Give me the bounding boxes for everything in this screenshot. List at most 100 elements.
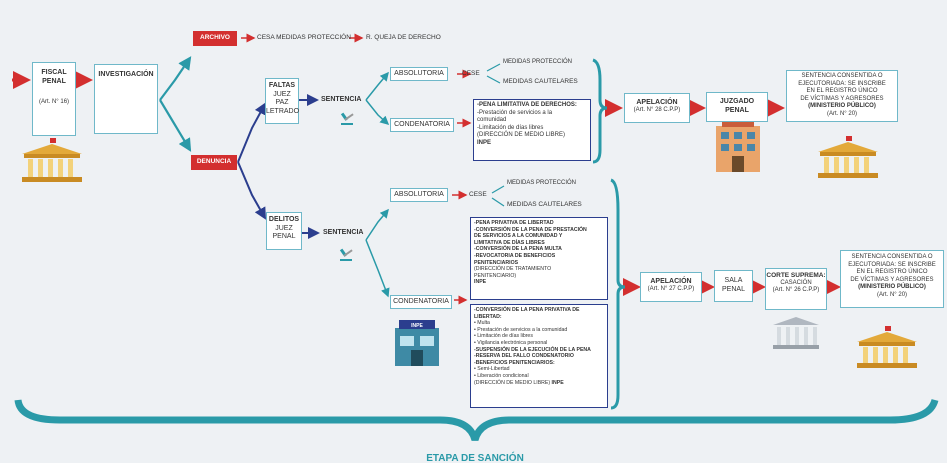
inpe-building-icon [395,320,439,366]
bb2-line-4: • Prestación de servicios a la comunidad [474,326,568,333]
delitos-penal: PENAL [272,233,296,240]
juzgado-penal-box: JUZGADO PENAL [706,92,768,122]
bb1-line-2: -CONVERSIÓN DE LA PENA DE PRESTACIÓN [474,226,587,233]
sc1-line-3: EN EL REGISTRO ÚNICO [806,88,878,94]
brace-shapes [592,58,626,410]
corte-article: (Art. N° 26 C.P.P) [772,287,820,293]
bb2-line-11: • Liberación condicional [474,372,529,379]
corte-casacion: CASACIÓN [780,279,812,286]
fiscal-article: (Art. N° 16) [38,99,70,105]
medidas-cautelares-1: MEDIDAS CAUTELARES [503,78,578,85]
bb2-line-3: • Multa [474,320,490,327]
bb2-line-9: -BENEFICIOS PENITENCIARIOS: [474,359,555,366]
sc2-line-6: (Art. N° 20) [876,291,908,298]
sc1-line-1: SENTENCIA CONSENTIDA O [801,73,883,79]
bb1-line-9: PENITENCIARIO) [474,272,517,279]
apelacion-2-article: (Art. N° 27 C.P.P) [647,285,695,292]
absolutoria-box-2: ABSOLUTORIA [390,188,448,202]
bb1-line-10: INPE [474,279,487,286]
pena-privativa-box: -PENA PRIVATIVA DE LIBERTAD -CONVERSIÓN … [470,217,608,300]
pena-limitativa-box: -PENA LIMITATIVA DE DERECHOS: -Prestació… [473,99,591,161]
gavel-icon [339,248,353,261]
bb2-line-5: • Limitación de días libres [474,333,533,340]
sc2-line-3: EN EL REGISTRO ÚNICO [856,269,928,275]
bottom-brace-shape [14,398,939,442]
bb2-line-7: -SUSPENSIÓN DE LA EJECUCIÓN DE LA PENA [474,346,591,353]
bb1-line-1: -PENA PRIVATIVA DE LIBERTAD [474,220,554,226]
faltas-letrado: LETRADO [266,107,300,115]
courthouse-icon [818,136,878,178]
corte-suprema-box: CORTE SUPREMA: CASACIÓN (Art. N° 26 C.P.… [765,268,827,310]
fiscal-penal-box: FISCAL PENAL (Art. N° 16) [32,62,76,136]
faltas-box: FALTAS JUEZ PAZ LETRADO [265,78,299,124]
sala-line-1: SALA [724,277,743,284]
sentencia-label-1: SENTENCIA [321,96,362,103]
sentencia-label-2: SENTENCIA [323,229,364,236]
apelacion-box-2: APELACIÓN (Art. N° 27 C.P.P) [640,272,702,302]
condenatoria-box-2: CONDENATORIA [390,295,452,309]
sc1-line-6: (Art. N° 20) [826,110,858,117]
sc1-line-2: EJECUTORIADA: SE INSCRIBE [798,80,886,87]
apelacion-box-1: APELACIÓN (Art. N° 28 C.P.P) [624,93,690,123]
inpe-sign-text: INPE [411,323,423,329]
footer-label: ETAPA DE SANCIÓN [426,451,524,463]
bb1-line-6: -REVOCATORIA DE BENEFICIOS [474,252,556,259]
faltas-juez: JUEZ [273,90,291,98]
corte-title: CORTE SUPREMA: [766,272,826,279]
navy-arrows [237,94,320,239]
bb1-line-8: (DIRECCIÓN DE TRATAMIENTO [474,266,552,273]
delitos-juez: JUEZ [275,224,293,232]
sc1-line-4: DE VÍCTIMAS Y AGRESORES [800,95,884,102]
conversion-pena-box: -CONVERSIÓN DE LA PENA PRIVATIVA DE LIBE… [470,304,608,408]
bb2-line-1: -CONVERSIÓN DE LA PENA PRIVATIVA DE [474,307,580,313]
bb2-line-12b: INPE [551,379,564,386]
investigacion-title: INVESTIGACIÓN [98,71,154,78]
pena-title: -PENA LIMITATIVA DE DERECHOS: [477,102,577,108]
queja-derecho-label: R. QUEJA DE DERECHO [366,34,441,41]
red-arrows [12,33,841,305]
pena-line-5: INPE [477,139,492,146]
cese-label-2: CESE [469,191,487,198]
bb1-line-5: -CONVERSIÓN DE LA PENA MULTA [474,246,562,253]
courthouse-icon [857,326,917,368]
sentencia-consentida-box-1: SENTENCIA CONSENTIDA O EJECUTORIADA: SE … [786,70,898,122]
fiscal-title: FISCAL PENAL [41,69,67,85]
pena-line-3: -Limitación de días libres [477,124,544,131]
sala-line-2: PENAL [722,285,745,293]
sala-penal-box: SALA PENAL [714,270,753,302]
archivo-badge: ARCHIVO [193,31,237,46]
supreme-court-icon [773,317,819,349]
pena-line-4: (DIRECCIÓN DE MEDIO LIBRE) [477,132,566,138]
delitos-title: DELITOS [268,216,300,223]
sentencia-consentida-box-2: SENTENCIA CONSENTIDA O EJECUTORIADA: SE … [840,250,944,308]
juzgado-title: JUZGADO PENAL [719,98,755,114]
apelacion-2-title: APELACIÓN [650,278,692,285]
gavel-icon [340,112,354,125]
pena-line-2: comunidad [477,117,507,123]
pena-line-1: -Prestación de servicios a la [477,109,553,116]
apelacion-1-article: (Art. N° 28 C.P.P) [633,106,681,113]
bb1-line-3: DE SERVICIOS A LA COMUNIDAD Y [474,233,563,240]
courthouse-icon [22,138,82,182]
absolutoria-box-1: ABSOLUTORIA [390,67,448,81]
condenatoria-box-1: CONDENATORIA [390,118,454,132]
investigacion-box: INVESTIGACIÓN [94,64,158,134]
teal-connectors [159,56,505,298]
medidas-proteccion-1: MEDIDAS PROTECCIÓN [503,59,573,65]
medidas-cautelares-2: MEDIDAS CAUTELARES [507,201,582,208]
bb1-line-4: LIMITATIVA DE DÍAS LIBRES [474,239,545,246]
medidas-proteccion-2: MEDIDAS PROTECCIÓN [507,180,577,186]
denuncia-badge: DENUNCIA [191,155,237,170]
bb2-line-12: (DIRECCIÓN DE MEDIO LIBRE) INPE [474,380,604,387]
bb2-line-10: • Semi-Libertad [474,366,510,373]
sc1-line-5: (MINISTERIO PÚBLICO) [808,103,876,109]
bb2-line-12a: (DIRECCIÓN DE MEDIO LIBRE) [474,379,551,386]
cese-label-1: CESE [462,70,480,77]
faltas-paz: PAZ [275,99,289,106]
bb2-line-6: • Vigilancia electrónica personal [474,339,548,346]
apelacion-1-title: APELACIÓN [636,99,678,106]
bb2-line-8: -RESERVA DEL FALLO CONDENATORIO [474,353,574,360]
delitos-box: DELITOS JUEZ PENAL [266,212,302,250]
bb1-line-7: PENITENCIARIOS [474,259,519,266]
